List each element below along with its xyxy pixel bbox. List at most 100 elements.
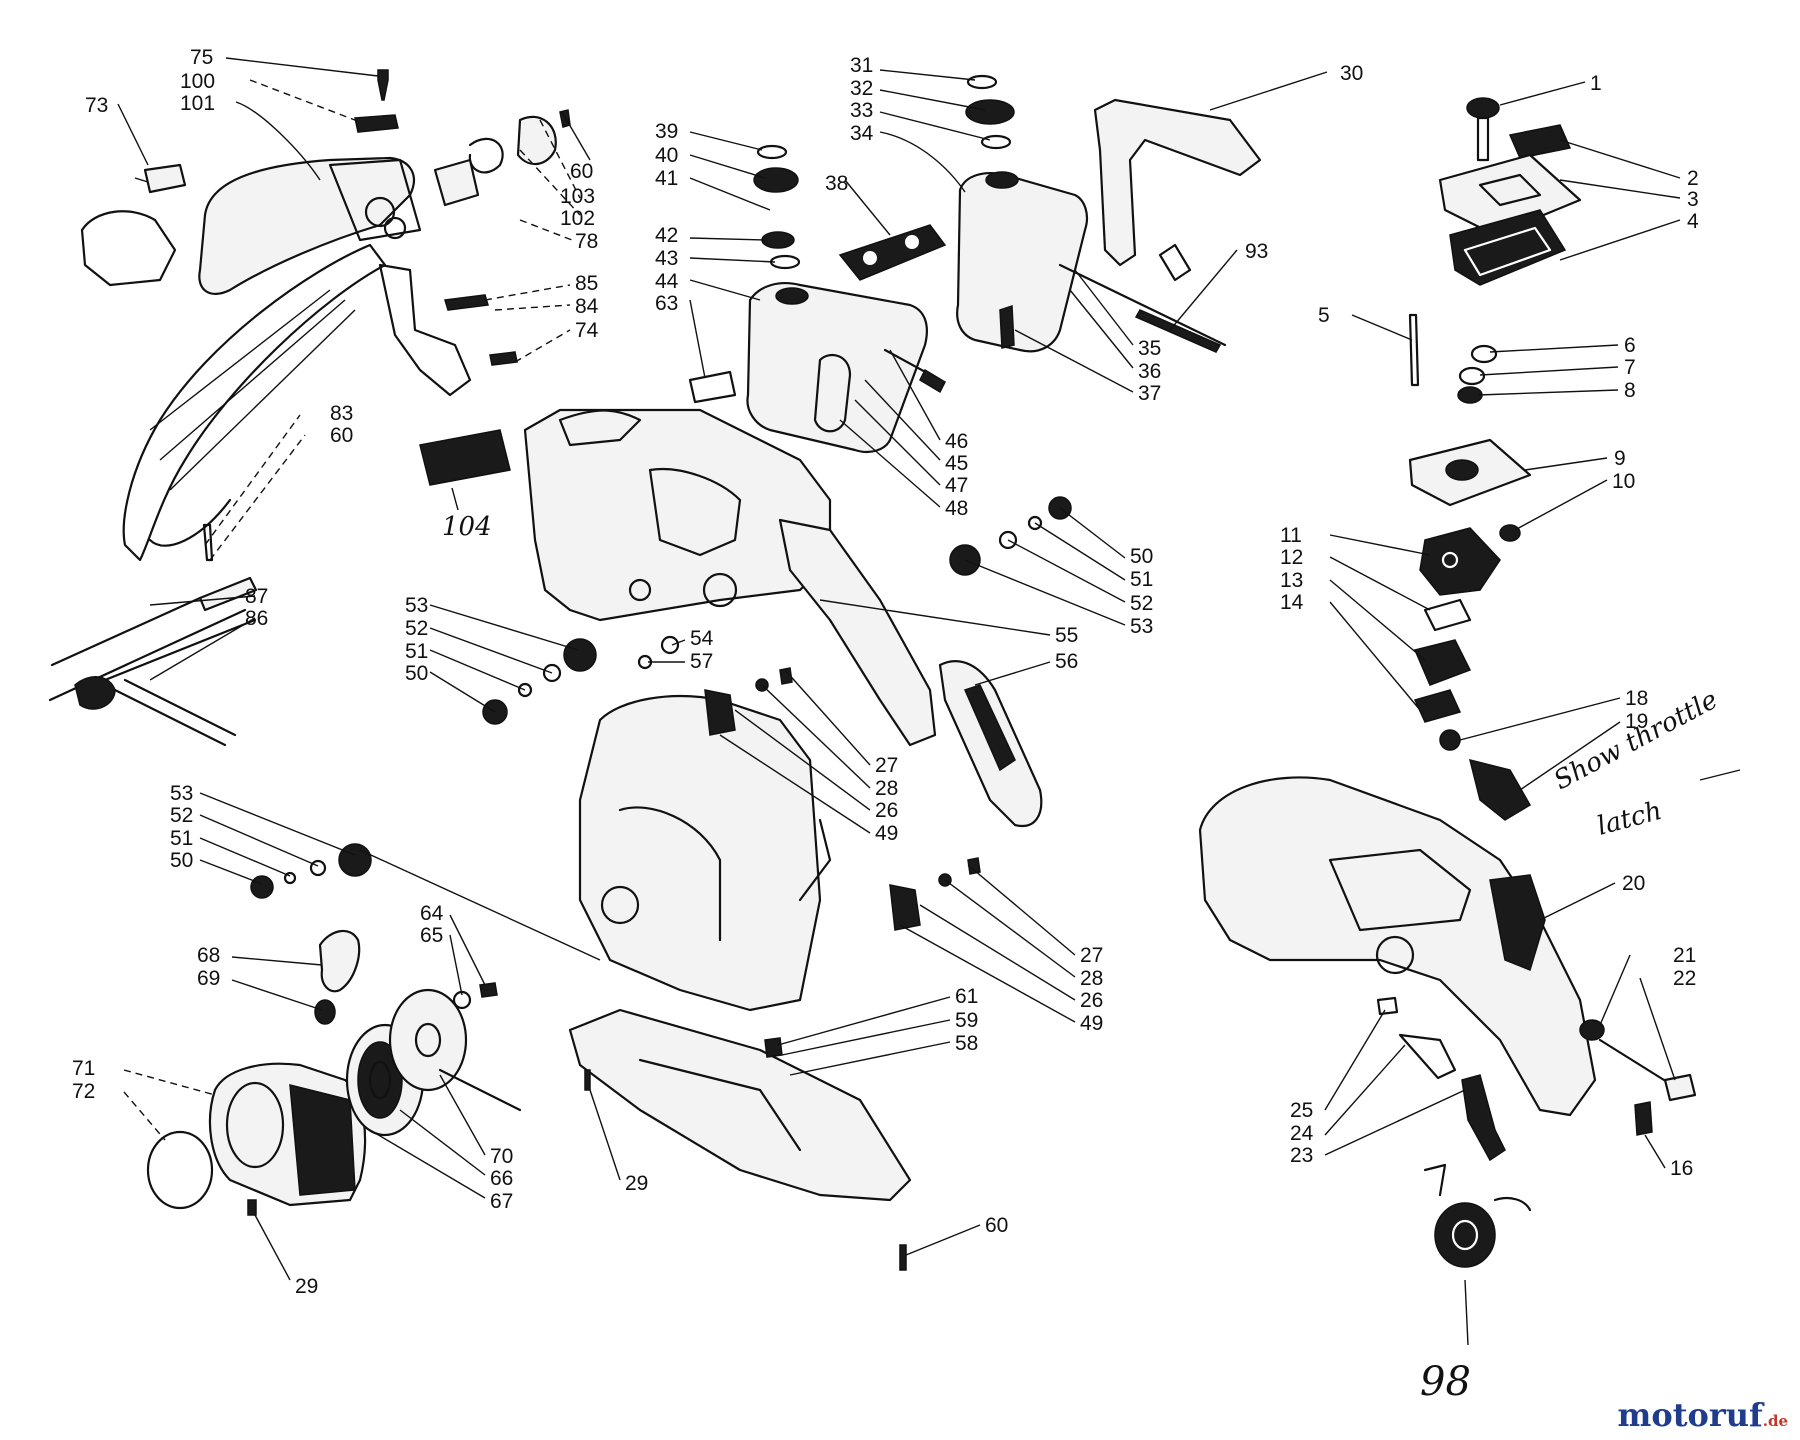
callout-102: 102 <box>560 207 595 230</box>
callout-40: 40 <box>655 144 678 167</box>
carb-gaskets-12-14 <box>1413 598 1472 723</box>
starter-screen-72 <box>146 1130 214 1210</box>
callout-51: 51 <box>1130 568 1153 591</box>
filter-base-9 <box>1408 438 1532 542</box>
rear-handle-30 <box>1093 98 1262 282</box>
handle-clamp-100 <box>354 114 399 133</box>
carburetor-11 <box>1419 527 1501 596</box>
callout-4: 4 <box>1687 210 1699 233</box>
brake-lever-85 <box>378 263 518 397</box>
callout-86: 86 <box>245 607 268 630</box>
callout-32: 32 <box>850 77 873 100</box>
callout-41: 41 <box>655 167 678 190</box>
callout-58: 58 <box>955 1032 978 1055</box>
callout-60: 60 <box>985 1214 1008 1237</box>
callout-52: 52 <box>170 804 193 827</box>
callout-29: 29 <box>295 1275 318 1298</box>
callout-64: 64 <box>420 902 444 925</box>
decal-63 <box>688 370 737 404</box>
callout-12: 12 <box>1280 546 1303 569</box>
callout-19: 19 <box>1625 710 1648 733</box>
callout-34: 34 <box>850 122 874 145</box>
callout-57: 57 <box>690 650 713 673</box>
callout-59: 59 <box>955 1009 978 1032</box>
starter-grip-68 <box>314 929 361 1025</box>
note-throttle-line2: latch <box>1594 796 1665 842</box>
watermark-name: motoruf <box>1617 1396 1763 1434</box>
decal-104 <box>419 429 511 486</box>
callout-14: 14 <box>1280 591 1304 614</box>
callout-50: 50 <box>170 849 193 872</box>
grip-cover-56 <box>938 660 1043 828</box>
callout-16: 16 <box>1670 1157 1693 1180</box>
front-handle-tube <box>122 243 387 562</box>
callout-68: 68 <box>197 944 220 967</box>
callout-6: 6 <box>1624 334 1636 357</box>
callout-1: 1 <box>1590 72 1602 95</box>
oil-pickup-46 <box>883 348 946 394</box>
callout-49: 49 <box>1080 1012 1103 1035</box>
callout-83: 83 <box>330 402 353 425</box>
callout-75: 75 <box>190 46 213 69</box>
handle-bottom-screw <box>202 523 214 562</box>
spark-plug-wrench-86 <box>48 608 257 747</box>
rear-handle-grip-55 <box>778 518 937 747</box>
callout-72: 72 <box>72 1080 95 1103</box>
bottom-plate-58 <box>568 1008 912 1202</box>
callout-74: 74 <box>575 319 599 342</box>
decal-2 <box>1508 124 1572 159</box>
av-mount-lower-left <box>250 843 372 899</box>
callout-50: 50 <box>405 662 428 685</box>
callout-84: 84 <box>575 295 599 318</box>
callout-28: 28 <box>875 777 898 800</box>
callout-60: 60 <box>330 424 353 447</box>
decal-16 <box>1634 1101 1653 1136</box>
callout-103: 103 <box>560 185 595 208</box>
fuel-tank-34 <box>956 171 1089 353</box>
leader-lines <box>117 57 1681 1281</box>
callout-51: 51 <box>170 827 193 850</box>
callout-73: 73 <box>85 94 108 117</box>
callout-100: 100 <box>180 70 215 93</box>
throttle-rod-93 <box>1058 263 1227 353</box>
callout-23: 23 <box>1290 1144 1313 1167</box>
throttle-trigger-20 <box>1489 874 1546 972</box>
callout-2: 2 <box>1687 167 1699 190</box>
callout-27: 27 <box>875 754 898 777</box>
callout-26: 26 <box>875 799 898 822</box>
callout-69: 69 <box>197 967 220 990</box>
callout-54: 54 <box>690 627 714 650</box>
callout-13: 13 <box>1280 569 1303 592</box>
callout-27: 27 <box>1080 944 1103 967</box>
callout-101: 101 <box>180 92 215 115</box>
throttle-screw-21-22 <box>1579 1019 1697 1102</box>
callout-61: 61 <box>955 985 978 1008</box>
motoruf-watermark: motoruf.de <box>1618 1396 1788 1434</box>
callout-45: 45 <box>945 452 968 475</box>
callout-29: 29 <box>625 1172 648 1195</box>
callout-56: 56 <box>1055 650 1078 673</box>
callout-labels: 75 100 101 73 60 103 102 78 85 84 74 83 … <box>72 46 1699 1298</box>
main-housing <box>523 408 832 622</box>
callout-42: 42 <box>655 224 678 247</box>
callout-25: 25 <box>1290 1099 1313 1122</box>
handguard-assembly <box>198 156 422 296</box>
starter-rope-pulley-70 <box>388 988 522 1112</box>
callout-70: 70 <box>490 1145 513 1168</box>
callout-26: 26 <box>1080 989 1103 1012</box>
callout-51: 51 <box>405 640 428 663</box>
callout-21: 21 <box>1673 944 1696 967</box>
handle-screw-75 <box>377 69 389 101</box>
callout-28: 28 <box>1080 967 1103 990</box>
throttle-interlock-23-25 <box>1376 996 1506 1162</box>
callout-52: 52 <box>1130 592 1153 615</box>
callout-3: 3 <box>1687 188 1699 211</box>
callout-46: 46 <box>945 430 968 453</box>
callout-65: 65 <box>420 924 443 947</box>
callout-35: 35 <box>1138 337 1161 360</box>
mounting-plate-38 <box>838 224 947 281</box>
mount-bracket-26-upper <box>704 667 793 736</box>
callout-87: 87 <box>245 585 268 608</box>
throttle-parts-18-19 <box>1439 729 1532 821</box>
